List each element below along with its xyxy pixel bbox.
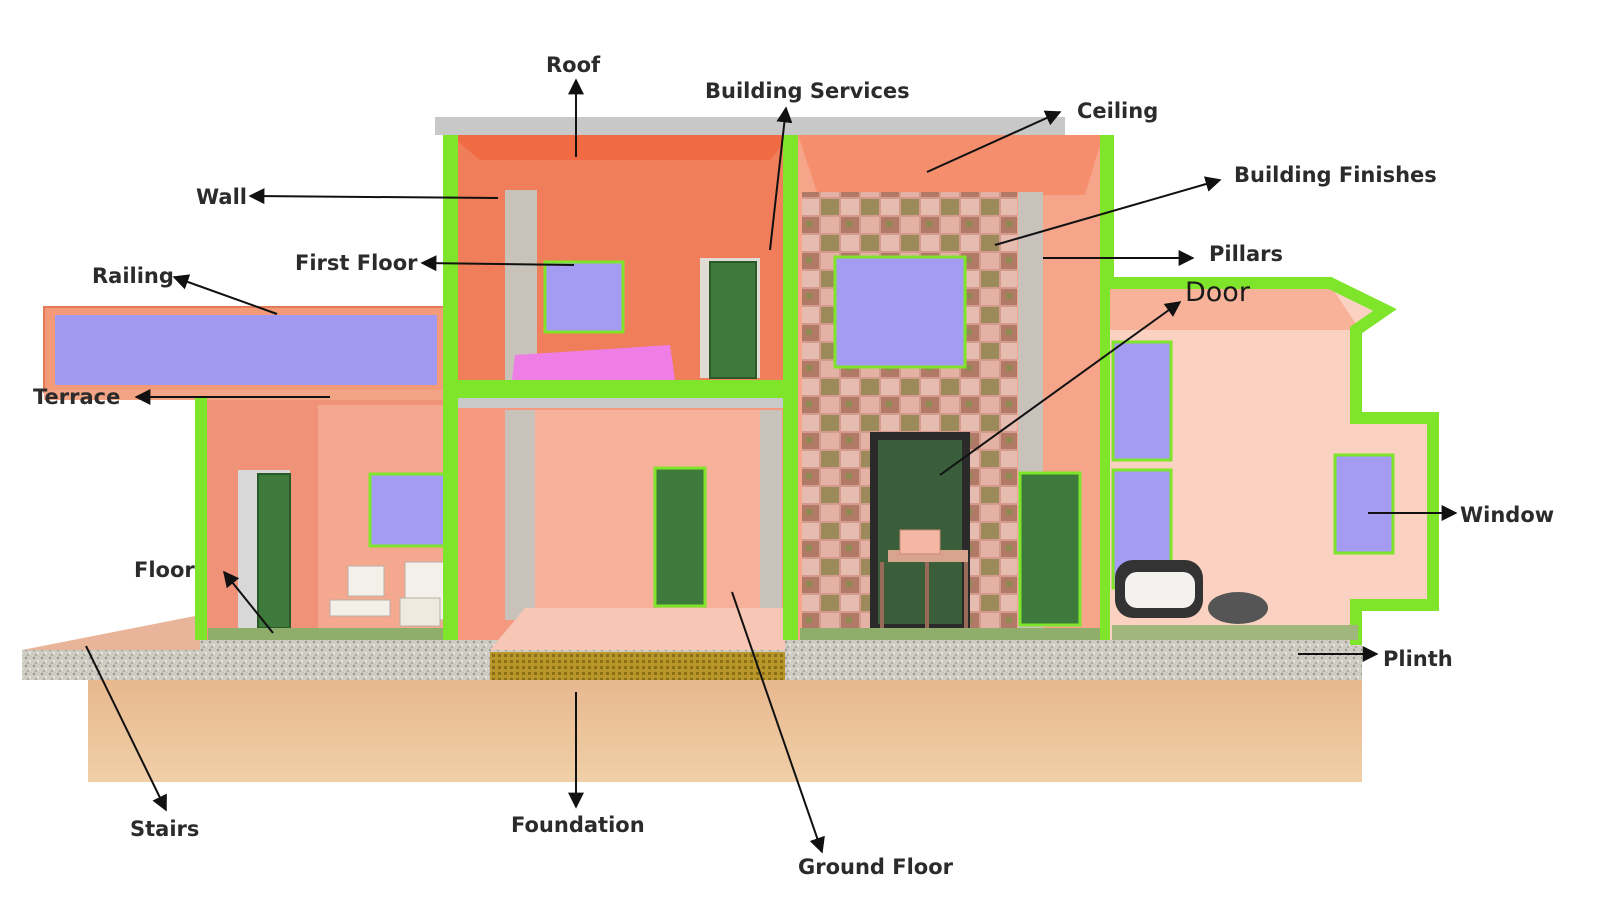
door-hall-side: [1020, 473, 1080, 625]
roof-slab: [435, 117, 1065, 135]
right-annex: [1108, 283, 1435, 645]
window-first-floor: [545, 262, 623, 332]
window-hall: [835, 257, 965, 367]
svg-text:Plinth: Plinth: [1383, 647, 1453, 671]
svg-text:Building Finishes: Building Finishes: [1234, 163, 1437, 187]
door-left-room: [258, 474, 290, 628]
entrance-mat: [490, 652, 785, 680]
svg-text:First Floor: First Floor: [295, 251, 418, 275]
door-ground-central: [655, 468, 705, 606]
svg-text:Building Services: Building Services: [705, 79, 910, 103]
railing-glass-panel: [55, 315, 437, 385]
svg-text:Window: Window: [1460, 503, 1554, 527]
svg-text:Floor: Floor: [134, 558, 195, 582]
double-height-hall: [798, 135, 1114, 640]
svg-text:Railing: Railing: [92, 264, 174, 288]
window-bay: [1335, 455, 1393, 553]
window-annex-upper: [1113, 342, 1171, 460]
svg-text:Ceiling: Ceiling: [1077, 99, 1158, 123]
svg-text:Wall: Wall: [196, 185, 247, 209]
foundation-block: [88, 680, 1362, 782]
svg-text:Foundation: Foundation: [511, 813, 645, 837]
svg-text:Ground Floor: Ground Floor: [798, 855, 954, 879]
svg-text:Roof: Roof: [546, 53, 601, 77]
left-ground-room: [195, 398, 450, 640]
svg-text:Pillars: Pillars: [1209, 242, 1283, 266]
svg-text:Terrace: Terrace: [33, 385, 120, 409]
svg-text:Door: Door: [1185, 277, 1251, 308]
svg-text:Stairs: Stairs: [130, 817, 199, 841]
window-left-room: [370, 474, 445, 546]
door-first-floor: [710, 262, 756, 378]
